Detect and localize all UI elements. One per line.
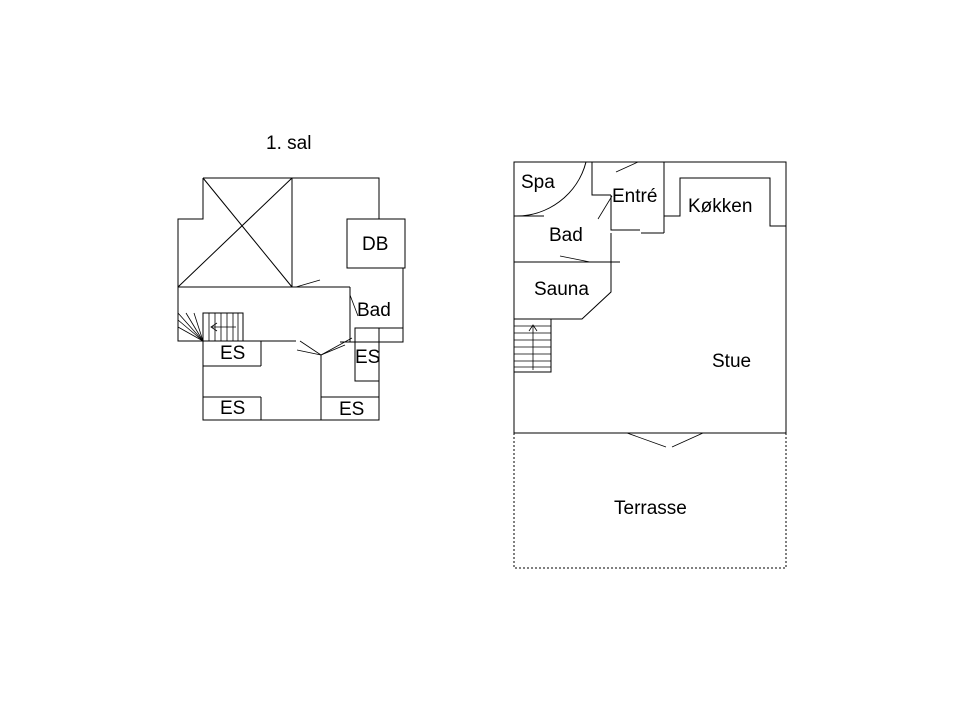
room-label-bad-ground: Bad — [549, 225, 583, 246]
room-label-es-4: ES — [339, 399, 364, 420]
upper-floor-plan: 1. sal — [177, 133, 406, 421]
upper-floor-walls — [177, 177, 406, 421]
room-label-stue: Stue — [712, 351, 751, 372]
room-label-sauna: Sauna — [534, 279, 589, 300]
room-label-kokken: Køkken — [688, 196, 752, 217]
room-label-terrasse: Terrasse — [614, 498, 687, 519]
room-label-es-3: ES — [355, 347, 380, 368]
ground-floor-plan: Spa Entré Køkken Bad Sauna Stue Terrasse — [513, 161, 787, 569]
room-label-bad-upper: Bad — [357, 300, 391, 321]
upper-floor-title: 1. sal — [266, 133, 311, 154]
room-label-entre: Entré — [612, 186, 657, 207]
room-label-es-1: ES — [220, 343, 245, 364]
room-label-db: DB — [362, 234, 388, 255]
room-label-spa: Spa — [521, 172, 555, 193]
ground-floor-walls — [513, 161, 787, 569]
room-label-es-2: ES — [220, 398, 245, 419]
